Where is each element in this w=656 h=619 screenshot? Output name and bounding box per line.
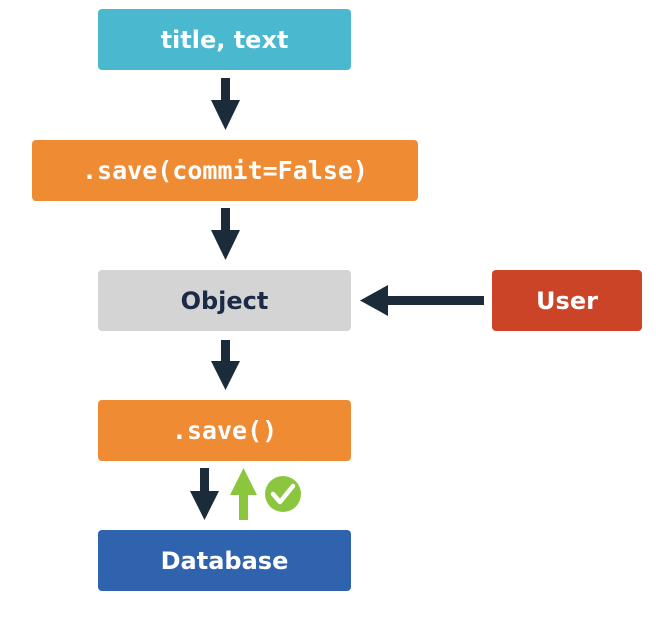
node-database: Database	[98, 530, 351, 591]
node-save: .save()	[98, 400, 351, 461]
node-save-label: .save()	[171, 416, 278, 445]
arrow-down-icon	[211, 340, 240, 390]
node-user: User	[492, 270, 642, 331]
arrow-down-icon	[211, 208, 240, 260]
arrow-left-icon	[360, 285, 484, 316]
arrow-down-icon	[211, 78, 240, 130]
node-save-commit-false: .save(commit=False)	[32, 140, 418, 201]
arrow-down-icon	[190, 468, 219, 520]
check-circle-icon	[265, 476, 301, 512]
node-title-text: title, text	[98, 9, 351, 70]
node-user-label: User	[536, 286, 598, 315]
node-title-text-label: title, text	[160, 25, 289, 54]
node-object-label: Object	[180, 286, 269, 315]
node-database-label: Database	[160, 546, 289, 575]
arrow-up-icon	[230, 468, 257, 520]
node-object: Object	[98, 270, 351, 331]
node-save-commit-false-label: .save(commit=False)	[82, 156, 368, 185]
